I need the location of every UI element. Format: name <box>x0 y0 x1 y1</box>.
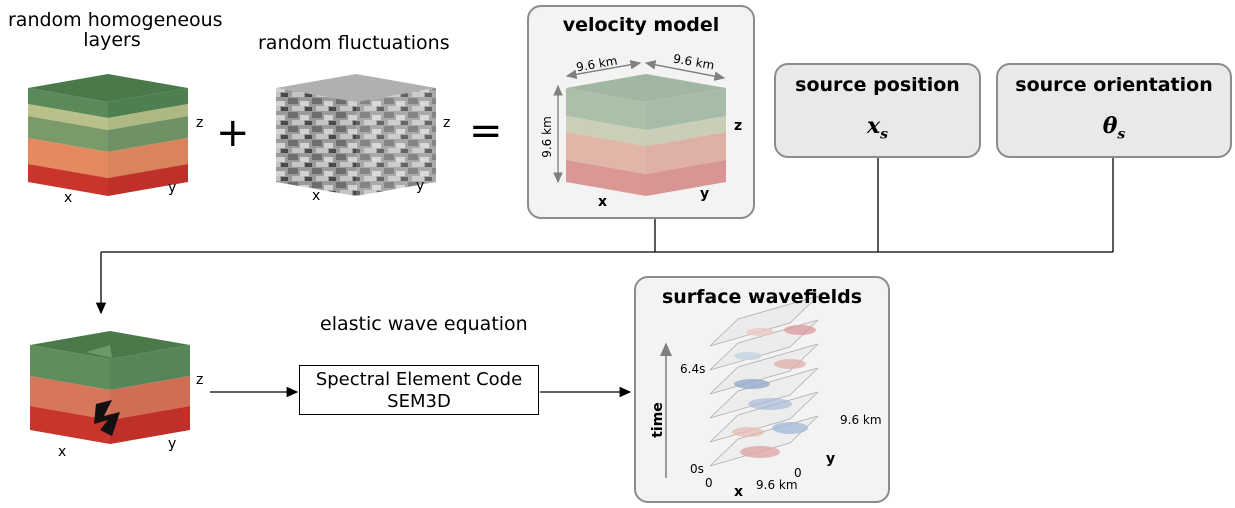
cube1-y-label: y <box>168 180 177 196</box>
source-position-title: source position <box>795 74 960 96</box>
surface-t-top: 6.4s <box>680 362 706 376</box>
surface-x-zero: 0 <box>705 476 713 490</box>
cube2-x-label: x <box>312 188 321 204</box>
layered-cube-1 <box>28 74 188 196</box>
sem3d-line2: SEM3D <box>387 391 451 412</box>
velocity-z-label: z <box>734 118 743 134</box>
surface-x-label: x <box>734 484 744 500</box>
surface-y-max: 9.6 km <box>840 413 882 427</box>
surface-time-label: time <box>649 402 666 438</box>
source-orientation-symbol: θs <box>1102 113 1126 143</box>
sem3d-line1: Spectral Element Code <box>315 369 523 390</box>
source-orientation-panel: source orientation θs <box>996 63 1232 158</box>
surface-x-max: 9.6 km <box>756 478 798 492</box>
cube3-y-label: y <box>168 436 177 452</box>
velocity-dim-side: 9.6 km <box>539 116 554 158</box>
fault-cube <box>30 331 190 444</box>
label-elastic-wave-equation: elastic wave equation <box>320 313 528 335</box>
sem3d-box: Spectral Element Code SEM3D <box>299 365 539 415</box>
velocity-x-label: x <box>598 194 608 210</box>
velocity-y-label: y <box>700 186 710 202</box>
velocity-model-panel: velocity model <box>527 5 755 219</box>
cube2-y-label: y <box>416 178 425 194</box>
surface-y-label: y <box>826 451 836 467</box>
cube2-z-label: z <box>443 115 451 131</box>
fluctuation-cube <box>276 74 436 196</box>
label-random-layers-line2: layers <box>83 29 141 51</box>
velocity-model-title: velocity model <box>562 14 720 36</box>
label-random-layers-line1: random homogeneous <box>8 9 223 31</box>
cube3-z-label: z <box>196 372 204 388</box>
plus-operator: + <box>216 110 250 156</box>
surface-t-bottom: 0s <box>690 462 704 476</box>
source-orientation-title: source orientation <box>1015 74 1213 96</box>
source-position-panel: source position xs <box>774 63 981 158</box>
label-random-layers: random homogeneous layers <box>8 9 223 51</box>
surface-wavefields-title: surface wavefields <box>661 286 863 308</box>
cube1-x-label: x <box>64 190 73 206</box>
equals-operator: = <box>469 108 503 154</box>
connectors <box>95 158 1114 398</box>
label-random-fluctuations: random fluctuations <box>258 32 450 54</box>
cube3-x-label: x <box>58 444 67 460</box>
surface-wavefields-panel: surface wavefields <box>634 276 890 503</box>
cube1-z-label: z <box>196 115 204 131</box>
surface-y-zero: 0 <box>794 466 802 480</box>
source-position-symbol: xs <box>866 113 888 143</box>
